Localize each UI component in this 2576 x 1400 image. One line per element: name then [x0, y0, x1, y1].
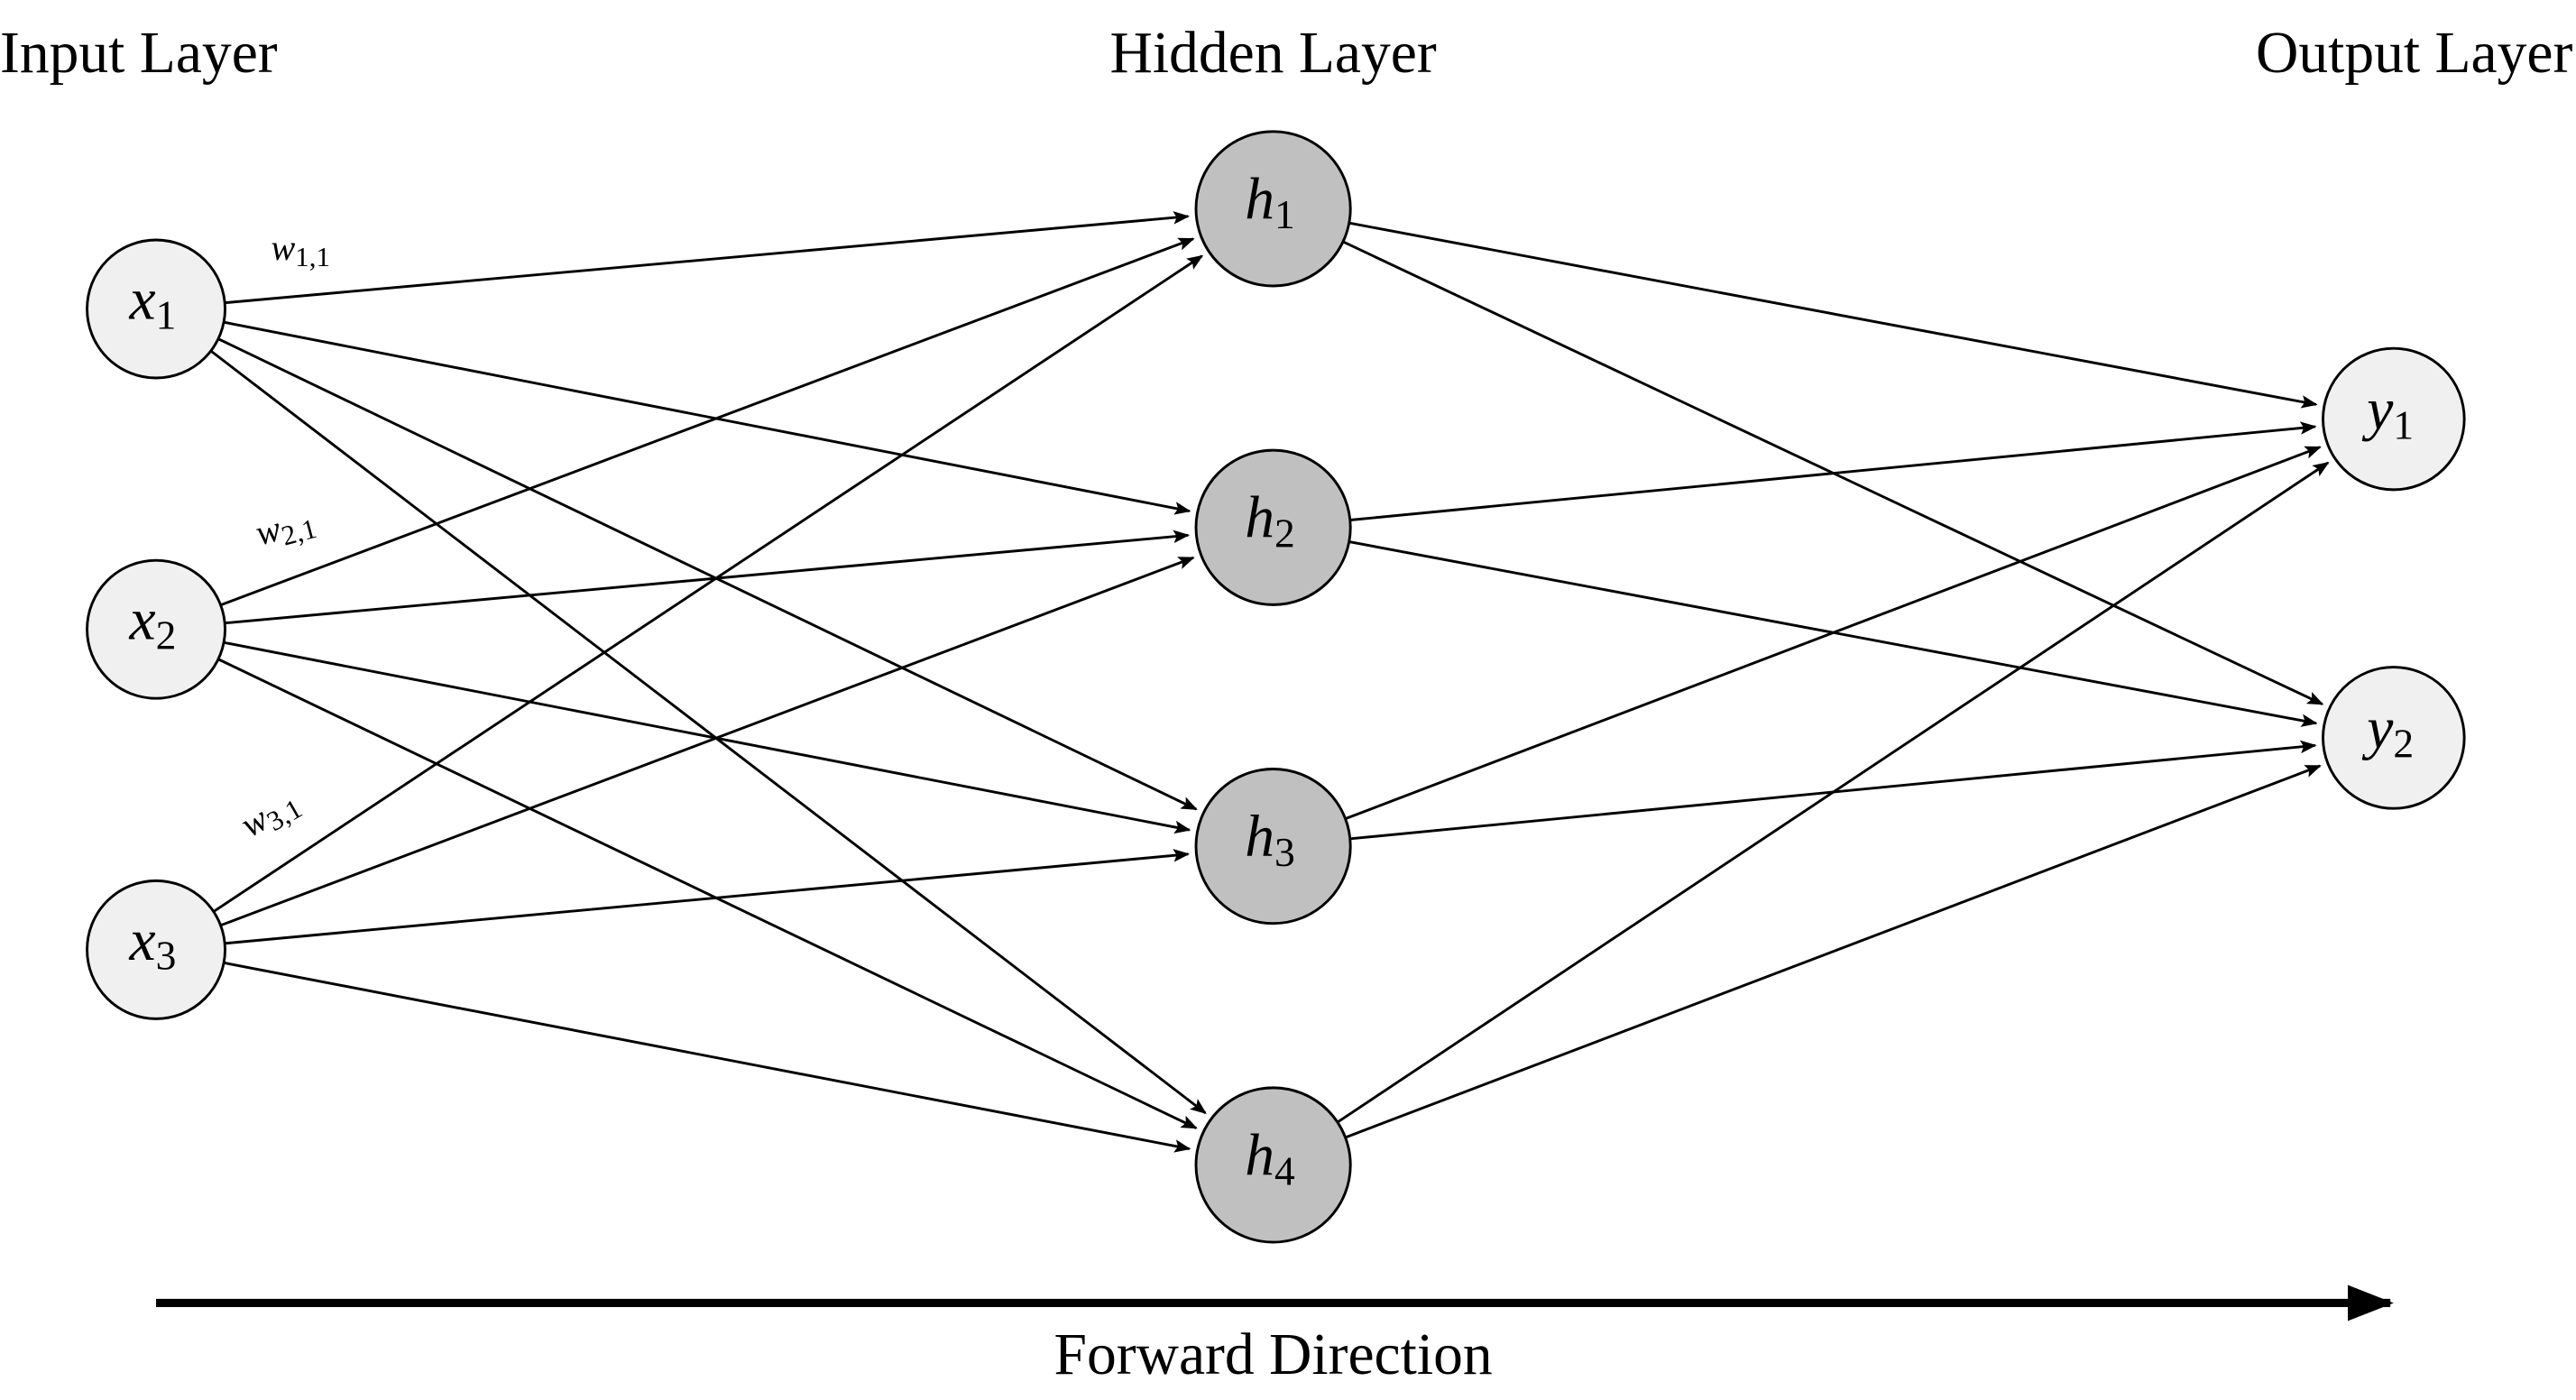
- edge-x3-to-h4: [223, 961, 1191, 1153]
- edge-x2-to-h3: [223, 640, 1191, 834]
- input-layer-title: Input Layer: [0, 21, 278, 86]
- edge-x3-to-h3: [225, 849, 1191, 945]
- edge-h2-to-y1: [1349, 421, 2317, 521]
- node-h2: h2: [1194, 448, 1352, 606]
- node-circle: [1194, 768, 1352, 926]
- node-x2: x2: [86, 558, 226, 700]
- edge-h4-to-y1: [1337, 461, 2330, 1124]
- node-label: h2: [1245, 486, 1295, 557]
- edge-x1-to-h1: [225, 211, 1191, 305]
- node-h3: h3: [1194, 768, 1352, 926]
- edge-x2-to-h2: [225, 530, 1191, 625]
- edge-h3-to-y1: [1345, 446, 2322, 820]
- node-h1: h1: [1194, 130, 1352, 288]
- node-label: x1: [128, 267, 176, 337]
- edge-x3-to-h1: [212, 254, 1204, 913]
- edge-x2-to-h1: [220, 237, 1195, 607]
- output-layer-title: Output Layer: [2256, 21, 2573, 86]
- node-label: x3: [128, 908, 176, 979]
- edge-x1-to-h2: [223, 320, 1191, 515]
- edge-h4-to-y2: [1345, 764, 2322, 1139]
- edge-h1-to-y1: [1348, 221, 2318, 409]
- weight-label-w21: w2,1: [251, 499, 319, 558]
- node-circle: [86, 558, 226, 700]
- node-label: x2: [128, 588, 176, 659]
- connections: [209, 211, 2330, 1153]
- node-y1: y1: [2322, 346, 2466, 492]
- node-circle: [1194, 1086, 1352, 1244]
- weight-label-w11: w1,1: [271, 227, 330, 272]
- weight-label-w31: w3,1: [234, 780, 308, 849]
- node-circle: [1194, 448, 1352, 606]
- edge-x2-to-h4: [217, 658, 1198, 1129]
- node-h4: h4: [1194, 1086, 1352, 1244]
- node-circle: [86, 238, 226, 380]
- nodes: x1 x2 x3 h1 h2 h3 h4 y1 y2: [86, 130, 2466, 1244]
- node-y2: y2: [2322, 666, 2466, 810]
- edge-x1-to-h4: [209, 349, 1207, 1115]
- node-circle: [2322, 666, 2466, 810]
- node-x3: x3: [86, 879, 226, 1020]
- node-circle: [86, 879, 226, 1020]
- node-circle: [1194, 130, 1352, 288]
- node-label: h3: [1245, 805, 1295, 875]
- node-label: y2: [2361, 696, 2414, 767]
- hidden-layer-title: Hidden Layer: [1109, 21, 1436, 86]
- edge-x1-to-h3: [217, 337, 1198, 811]
- node-label: h4: [1245, 1123, 1295, 1193]
- node-label: h1: [1245, 167, 1295, 237]
- node-label: y1: [2361, 377, 2414, 447]
- edge-x3-to-h2: [220, 556, 1195, 927]
- node-x1: x1: [86, 238, 226, 380]
- node-circle: [2322, 346, 2466, 492]
- forward-direction-label: Forward Direction: [1054, 1322, 1493, 1387]
